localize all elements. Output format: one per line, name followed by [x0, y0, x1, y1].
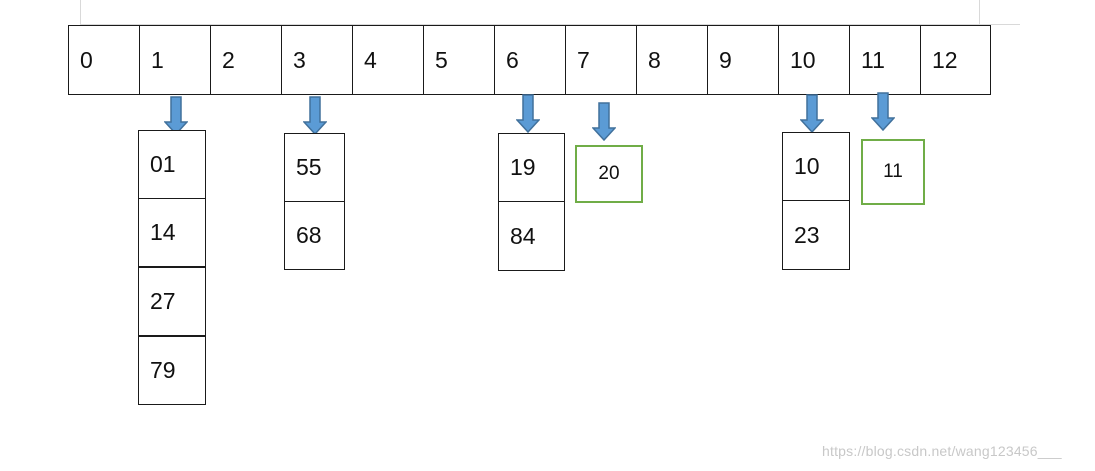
arrow-down-icon — [800, 94, 824, 134]
index-cell-0: 0 — [68, 25, 140, 95]
page-guide-right — [979, 0, 980, 25]
watermark: https://blog.csdn.net/wang123456___ — [822, 443, 1062, 459]
new-entry-7: 20 — [575, 145, 643, 203]
arrow-down-icon — [303, 96, 327, 136]
bucket-cell: 84 — [498, 201, 565, 271]
arrow-down-icon — [592, 102, 616, 142]
bucket-cell: 79 — [138, 336, 206, 405]
bucket-cell: 23 — [782, 200, 850, 270]
bucket-cell: 55 — [284, 133, 345, 202]
index-cell-2: 2 — [210, 25, 282, 95]
index-cell-4: 4 — [352, 25, 424, 95]
index-cell-3: 3 — [281, 25, 353, 95]
arrow-down-icon — [871, 92, 895, 132]
index-cell-8: 8 — [636, 25, 708, 95]
bucket-cell: 01 — [138, 130, 206, 199]
arrow-down-icon — [516, 94, 540, 134]
index-cell-1: 1 — [139, 25, 211, 95]
index-cell-5: 5 — [423, 25, 495, 95]
bucket-cell: 68 — [284, 201, 345, 270]
index-cell-11: 11 — [849, 25, 921, 95]
arrow-down-icon — [164, 96, 188, 136]
bucket-cell: 10 — [782, 132, 850, 201]
index-cell-10: 10 — [778, 25, 850, 95]
new-entry-11: 11 — [861, 139, 925, 205]
bucket-cell: 27 — [138, 267, 206, 336]
bucket-cell: 19 — [498, 133, 565, 202]
page-guide-top — [80, 24, 1020, 25]
index-cell-9: 9 — [707, 25, 779, 95]
index-cell-12: 12 — [920, 25, 991, 95]
index-cell-7: 7 — [565, 25, 637, 95]
bucket-cell: 14 — [138, 198, 206, 267]
page-guide-left — [80, 0, 81, 25]
index-cell-6: 6 — [494, 25, 566, 95]
